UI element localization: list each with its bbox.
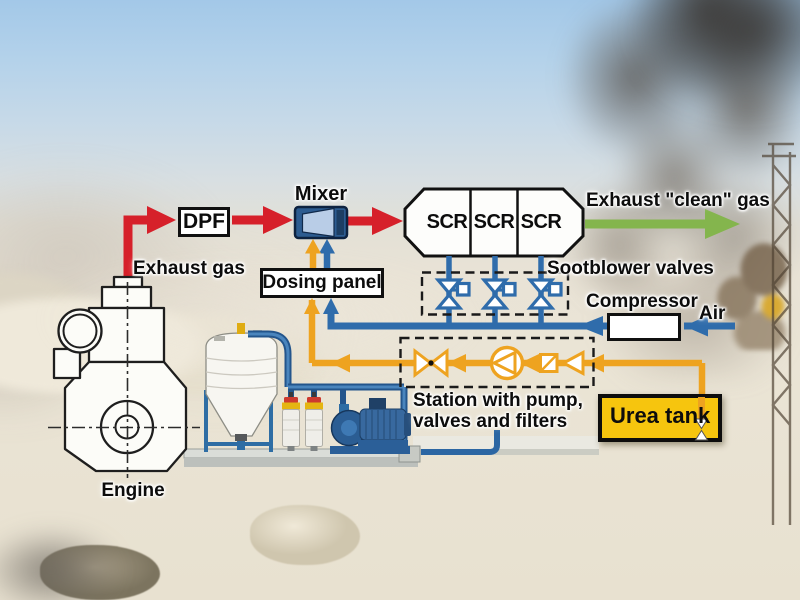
smoke-bottom-left [0,510,150,600]
dosing-skid [204,323,411,454]
clean-gas-arrow [585,209,740,239]
flow-arrowhead [372,207,403,235]
scr-cell-label: SCR [426,211,468,233]
engine-label: Engine [101,480,165,501]
flow-arrowhead [447,354,466,373]
station-label-line1: Station with pump, [413,390,583,411]
urea-storage-tank [204,323,278,452]
filter-cartridge [305,392,323,451]
engine-centerlines [48,282,200,478]
crane-tower-silhouette [762,142,796,525]
smoke-top-right [580,0,800,150]
flow-arrowhead [705,209,740,239]
flow-arrowhead [323,298,339,314]
sootblower-dashed-box [420,271,570,316]
scr-vessel [403,187,585,258]
flow-arrowhead [684,315,708,337]
sootblower-valve [480,278,517,310]
urea-dosing-line [304,239,706,396]
station-filter [539,353,559,373]
mixer-unit [293,205,349,240]
exhaust-pipe-engine-to-dpf [123,206,176,286]
dpf-box: DPF [178,207,230,237]
flow-arrowhead [147,206,176,234]
scr-cell-dividers [469,189,519,256]
flow-arrowhead [520,354,539,373]
flow-arrowhead [578,316,603,336]
boulder [250,505,360,565]
urea-tank-label: Urea tank [610,403,711,428]
sootblower-valve [434,278,471,310]
flow-arrowhead [304,298,320,314]
mixer-label: Mixer [294,183,348,205]
sootblower-valves-label: Sootblower valves [547,258,714,279]
station-valve [413,347,449,379]
flow-arrowhead [319,239,335,254]
sootblower-valve [526,278,563,310]
engine-drawing [52,275,188,473]
station-label-line2: valves and filters [413,411,568,432]
flow-arrowhead [331,354,350,373]
compressor-label: Compressor [586,291,698,312]
urea-tank-inlet-pipe [698,397,705,421]
scr-cell-label: SCR [473,211,515,233]
urea-tank-valve-icon [694,418,709,441]
dosing-panel-box: Dosing panel [260,268,384,298]
industrial-facility [710,235,800,350]
exhaust-gas-label: Exhaust gas [133,258,245,279]
scr-cell-label: SCR [520,211,562,233]
station-dashed-box [399,336,595,389]
filter-cartridge [282,392,300,451]
exhaust-pipe-dpf-to-scr [232,206,403,235]
urea-tank-box: Urea tank [598,394,722,442]
air-system [319,239,735,337]
mixer-cone [301,207,335,238]
station-label: Station with pump, valves and filters [413,390,583,432]
compressor-box [607,313,681,341]
flow-arrowhead [305,239,321,254]
tank-top-fitting [237,323,245,334]
station-pump [489,345,525,381]
dosing-pump [330,398,411,454]
clean-gas-label: Exhaust "clean" gas [586,190,770,211]
flow-arrowhead [263,206,293,234]
air-label: Air [699,303,726,324]
station-check-valve [560,349,585,377]
